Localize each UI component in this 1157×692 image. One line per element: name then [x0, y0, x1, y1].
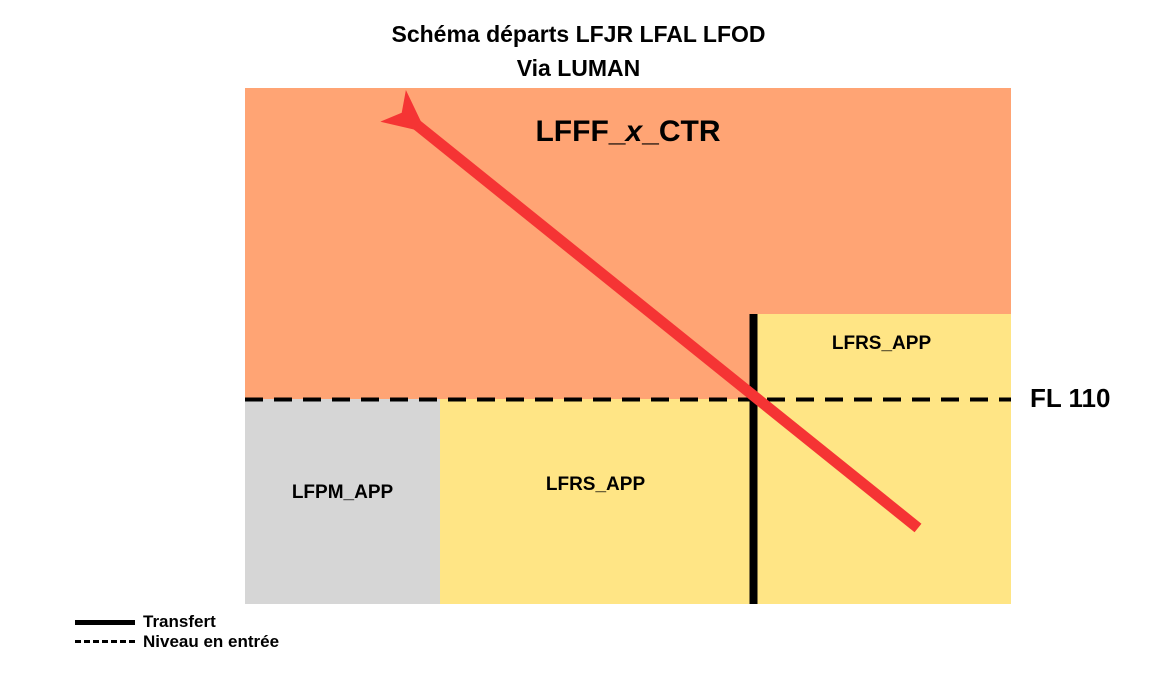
legend-label-transfert: Transfert: [143, 612, 216, 631]
level-label-fl110: FL 110: [1030, 383, 1111, 413]
legend: Transfert Niveau en entrée: [75, 612, 405, 658]
sector-label-lfrs-app-lower: LFRS_APP: [545, 474, 646, 495]
page-title-line-1: Schéma départs LFJR LFAL LFOD: [391, 21, 766, 47]
sector-label-lfff-ctr-suffix: _CTR: [642, 115, 721, 148]
sector-label-lfrs-app-upper: LFRS_APP: [831, 333, 932, 354]
sector-label-lfff-ctr-prefix: LFFF_: [535, 115, 626, 148]
sector-label-lfff-ctr-variable: x: [625, 115, 643, 148]
page-title-line-2: Via LUMAN: [516, 55, 641, 81]
sector-block-lfrs-app-upper: [752, 314, 1011, 399]
legend-swatch-solid-line-icon: [75, 620, 135, 625]
sector-block-lfpm-app: [245, 399, 440, 604]
sector-label-lfff-ctr: LFFF_x_CTR: [245, 115, 1011, 149]
legend-label-niveau-en-entree: Niveau en entrée: [143, 632, 280, 651]
sector-label-lfpm-app: LFPM_APP: [291, 482, 394, 503]
legend-swatch-dashed-line-icon: [75, 640, 135, 643]
sector-block-lfrs-app-lower: [440, 399, 1011, 604]
